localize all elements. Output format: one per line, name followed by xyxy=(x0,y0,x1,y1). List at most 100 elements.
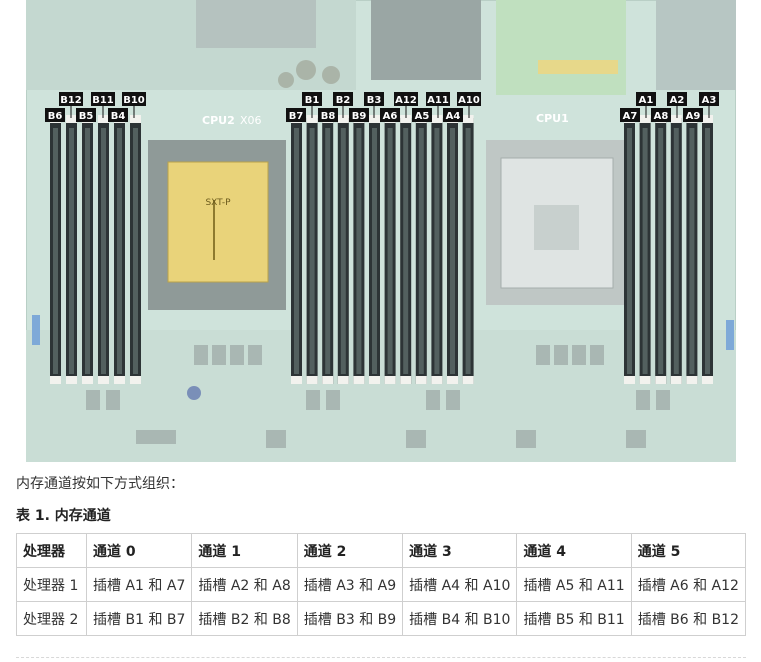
dimm-slot-groove xyxy=(356,128,362,374)
dimm-slot-groove xyxy=(673,128,679,374)
dimm-latch xyxy=(655,376,667,384)
dimm-latch xyxy=(130,115,141,123)
header-channel-4: 通道 4 xyxy=(516,533,632,568)
connector-block xyxy=(196,0,316,48)
dimm-latch xyxy=(82,376,93,384)
dimm-slots xyxy=(50,115,713,384)
dimm-latch xyxy=(353,376,365,384)
slot-tag-box xyxy=(91,92,115,106)
slot-tag-label: B3 xyxy=(367,95,382,106)
dimm-slot-groove xyxy=(705,128,710,374)
slot-tag-box xyxy=(426,92,450,106)
slot-tag-box xyxy=(76,108,96,122)
dimm-slot-groove xyxy=(372,128,377,374)
dimm-latch xyxy=(337,376,349,384)
socket-label: SXT-P xyxy=(205,198,231,208)
dimm-slot-groove xyxy=(309,128,315,374)
dimm-latch xyxy=(639,115,651,123)
table-cell: 处理器 2 xyxy=(15,601,88,636)
slot-tag-label: B6 xyxy=(48,111,63,122)
right-latch xyxy=(726,320,734,350)
slot-tag-label: A2 xyxy=(670,95,685,106)
table-cell: 插槽 A2 和 A8 xyxy=(191,567,298,602)
dimm-latch xyxy=(415,376,427,384)
table-cell: 处理器 1 xyxy=(15,567,88,602)
heatsink-block xyxy=(371,0,481,80)
dimm-latch xyxy=(114,376,125,384)
table-title: 表 1. 内存通道 xyxy=(16,508,111,524)
header-processor: 处理器 xyxy=(15,533,88,568)
dimm-latch xyxy=(431,115,443,123)
dimm-latch xyxy=(98,376,109,384)
dimm-latch xyxy=(447,376,458,384)
cpu2-label: CPU2 xyxy=(202,114,235,127)
table-cell: 插槽 B1 和 B7 xyxy=(86,601,193,636)
dimm-slot-groove xyxy=(434,128,440,374)
slot-tag-label: B2 xyxy=(336,95,351,106)
dimm-slot-groove xyxy=(418,128,424,374)
dimm-slot-groove xyxy=(294,128,299,374)
slot-tag-box xyxy=(651,108,671,122)
left-latch xyxy=(32,315,40,345)
pcie-riser-area xyxy=(496,0,626,95)
dimm-latch xyxy=(66,115,77,123)
slot-tag-label: A8 xyxy=(654,111,669,122)
dimm-slot-groove xyxy=(117,128,122,374)
dimm-latch xyxy=(384,376,396,384)
dimm-latch xyxy=(50,376,61,384)
dimm-latch xyxy=(291,376,302,384)
slot-tag-box xyxy=(45,108,65,122)
dimm-latch xyxy=(306,376,318,384)
dimm-slot-groove xyxy=(325,128,331,374)
slot-tag-box xyxy=(59,92,83,106)
slot-tag-label: A7 xyxy=(623,111,638,122)
dimm-latch xyxy=(322,376,334,384)
dimm-latch xyxy=(670,376,682,384)
dimm-latch xyxy=(369,115,380,123)
table-cell: 插槽 B2 和 B8 xyxy=(191,601,298,636)
dimm-latch xyxy=(702,115,713,123)
dimm-slot-groove xyxy=(403,128,409,374)
slot-tag-box xyxy=(364,92,384,106)
slot-tag-label: B11 xyxy=(92,95,114,106)
header-channel-5: 通道 5 xyxy=(630,533,747,568)
cpu2-cover xyxy=(167,161,269,283)
dimm-latch xyxy=(462,376,474,384)
dimm-latch xyxy=(400,376,412,384)
dimm-slot-groove xyxy=(340,128,346,374)
dimm-slot-groove xyxy=(101,128,106,374)
slot-tag-box xyxy=(333,92,353,106)
header-channel-0: 通道 0 xyxy=(86,533,193,568)
dimm-slot-groove xyxy=(627,128,632,374)
dimm-slot-groove xyxy=(642,128,648,374)
board-silkscreen-text: X06 xyxy=(240,114,262,127)
slot-tag-label: B10 xyxy=(123,95,145,106)
slot-tag-box xyxy=(457,92,481,106)
slot-tag-box xyxy=(302,92,322,106)
dimm-slot-groove xyxy=(658,128,664,374)
table-cell: 插槽 B5 和 B11 xyxy=(516,601,632,636)
slot-tag-box xyxy=(412,108,432,122)
dimm-slot-groove xyxy=(133,128,138,374)
table-row: 处理器 1 插槽 A1 和 A7 插槽 A2 和 A8 插槽 A3 和 A9 插… xyxy=(15,567,747,602)
power-connector-area xyxy=(656,0,736,90)
dimm-latch xyxy=(624,376,635,384)
slot-tag-label: B1 xyxy=(305,95,320,106)
slot-tag-box xyxy=(683,108,703,122)
dimm-latch xyxy=(702,376,713,384)
table-cell: 插槽 A5 和 A11 xyxy=(516,567,632,602)
header-channel-2: 通道 2 xyxy=(296,533,404,568)
slot-tag-label: A10 xyxy=(458,95,480,106)
slot-tag-box xyxy=(667,92,687,106)
slot-tag-box xyxy=(122,92,146,106)
dimm-slot-groove xyxy=(689,128,695,374)
slot-tag-label: B5 xyxy=(79,111,94,122)
dimm-latch xyxy=(639,376,651,384)
